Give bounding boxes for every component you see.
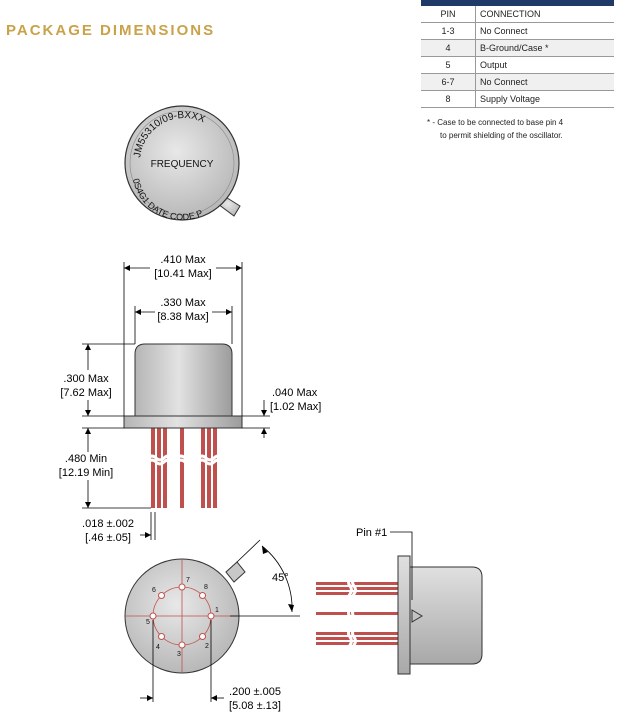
- flange-max-mm-label: [1.02 Max]: [270, 401, 321, 413]
- lead-min-mm-label: [12.19 Min]: [59, 467, 113, 479]
- lead: [163, 428, 167, 508]
- pin-cell: 4: [421, 39, 476, 57]
- table-row: 5 Output: [421, 56, 614, 74]
- connection-cell: Supply Voltage: [475, 90, 614, 108]
- table-header-row: PIN CONNECTION: [421, 0, 614, 23]
- leads: [146, 428, 224, 508]
- pin-number: 3: [177, 651, 181, 658]
- width-max-label: .410 Max: [160, 254, 206, 266]
- lead: [180, 428, 184, 508]
- note-line-1: * - Case to be connected to base pin 4: [427, 118, 564, 127]
- horizontal-leads: [316, 582, 398, 645]
- pin-holes: [149, 583, 215, 649]
- pin-cell: 5: [421, 56, 476, 74]
- note-line-2: to permit shielding of the oscillator.: [440, 131, 563, 140]
- height-max-label: .300 Max: [63, 373, 109, 385]
- pin-number-labels: 1 2 3 4 5 6 7 8: [146, 577, 219, 658]
- pin-number: 5: [146, 619, 150, 626]
- can-body: [134, 343, 233, 417]
- pin-spacing-label: .200 ±.005: [229, 686, 281, 698]
- body-max-label: .330 Max: [160, 297, 206, 309]
- lead-min-label: .480 Min: [65, 453, 107, 465]
- pin1-marker-icon: [411, 609, 423, 623]
- bottom-dimension-lines: [140, 539, 300, 702]
- pin-cell: 1-3: [421, 22, 476, 40]
- pin-spacing-mm-label: [5.08 ±.13]: [229, 700, 281, 712]
- pin-connection-table: PIN CONNECTION 1-3 No Connect 4 B-Ground…: [421, 0, 614, 108]
- lead-dia-mm-label: [.46 ±.05]: [85, 532, 131, 544]
- angle-label: 45°: [272, 572, 289, 584]
- top-view-marking: JM55310/09-BXXX FREQUENCY 0S4G1 DATE COD…: [124, 105, 241, 222]
- flange-max-label: .040 Max: [272, 387, 318, 399]
- bottom-view: 1 2 3 4 5 6 7 8: [124, 558, 246, 674]
- flange: [123, 415, 243, 429]
- lead: [201, 428, 205, 508]
- pin1-leader-line: [390, 531, 413, 600]
- height-max-mm-label: [7.62 Max]: [60, 387, 111, 399]
- bottom-dimension-arrows: [147, 546, 294, 701]
- can-body: [409, 566, 483, 665]
- frequency-text: FREQUENCY: [151, 159, 214, 170]
- lead-dia-label: .018 ±.002: [82, 518, 134, 530]
- connection-column-header: CONNECTION: [475, 0, 614, 23]
- pin-number: 8: [204, 584, 208, 591]
- pin-number: 6: [152, 587, 156, 594]
- pin-cell: 8: [421, 90, 476, 108]
- body-max-mm-label: [8.38 Max]: [157, 311, 208, 323]
- pin-number: 2: [205, 643, 209, 650]
- width-max-mm-label: [10.41 Max]: [154, 268, 211, 280]
- pin-number: 1: [215, 607, 219, 614]
- lead: [207, 428, 211, 508]
- side-dimension-arrows: [85, 265, 267, 538]
- pin1-label: Pin #1: [356, 527, 387, 539]
- flange: [397, 555, 411, 675]
- lead: [157, 428, 161, 508]
- can-top-circle: [124, 105, 240, 221]
- horizontal-side-view: Pin #1: [316, 527, 483, 675]
- side-view: [123, 343, 243, 508]
- pin-number: 7: [186, 577, 190, 584]
- connection-cell: No Connect: [475, 73, 614, 91]
- tab-icon: [225, 561, 246, 583]
- connection-cell: B-Ground/Case *: [475, 39, 614, 57]
- shielding-note: * - Case to be connected to base pin 4 t…: [427, 116, 563, 142]
- pin-cell: 6-7: [421, 73, 476, 91]
- table-row: 6-7 No Connect: [421, 73, 614, 91]
- pin-column-header: PIN: [421, 0, 476, 23]
- table-row: 4 B-Ground/Case *: [421, 39, 614, 57]
- pin-number: 4: [156, 644, 160, 651]
- table-row: 8 Supply Voltage: [421, 90, 614, 108]
- can-top-rim: [129, 110, 235, 216]
- table-row: 1-3 No Connect: [421, 22, 614, 40]
- page-title: PACKAGE DIMENSIONS: [6, 22, 216, 39]
- lead: [151, 428, 155, 508]
- connection-cell: Output: [475, 56, 614, 74]
- lead: [213, 428, 217, 508]
- connection-cell: No Connect: [475, 22, 614, 40]
